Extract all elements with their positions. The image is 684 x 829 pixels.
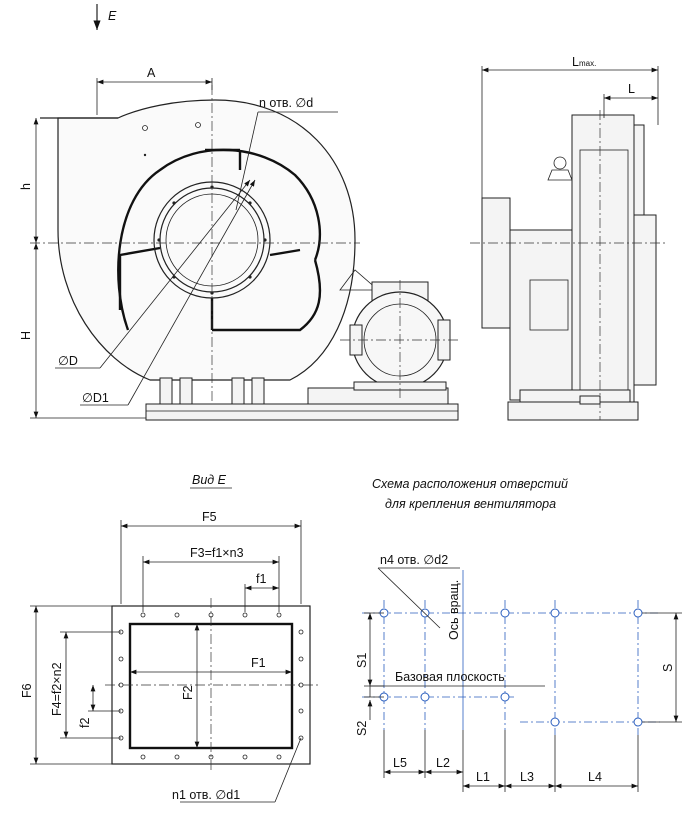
dim-d-label: ∅D xyxy=(58,354,78,368)
view-e-title: Вид Е xyxy=(192,473,227,487)
view-arrow-e: E xyxy=(93,4,117,30)
base-plane-label: Базовая плоскость xyxy=(395,670,505,684)
dim-l2-label: L2 xyxy=(436,756,450,770)
dim-l3-label: L3 xyxy=(520,770,534,784)
svg-text:E: E xyxy=(108,9,117,23)
dim-s1-label: S1 xyxy=(355,653,369,668)
dim-f5-label: F5 xyxy=(202,510,217,524)
dim-f1-small-label: f1 xyxy=(256,572,266,586)
dim-f1-label: F1 xyxy=(251,656,266,670)
dim-l4-label: L4 xyxy=(588,770,602,784)
holes-title-line1: Схема расположения отверстий xyxy=(372,477,568,491)
holes-title-line2: для крепления вентилятора xyxy=(385,497,556,511)
dim-f4-label: F4=f2×n2 xyxy=(50,662,64,716)
dim-f2-label: F2 xyxy=(181,685,195,700)
front-view: A n отв. ∅d h H ∅D ∅D1 xyxy=(19,66,460,421)
dim-h-label: h xyxy=(19,183,33,190)
dim-s-label: S xyxy=(661,664,675,672)
dim-lmax-label: Lmax. xyxy=(572,55,596,69)
holes-flange-label: n отв. ∅d xyxy=(259,96,313,110)
dim-f3-label: F3=f1×n3 xyxy=(190,546,244,560)
view-e: Вид Е F5 F3=f1×n3 f1 F1 F2 xyxy=(20,473,318,803)
rotation-axis-label: Ось вращ. xyxy=(447,580,461,640)
outlet-holes xyxy=(118,612,304,760)
mount-holes xyxy=(379,608,643,727)
side-view: Lmax. L xyxy=(470,55,665,421)
dim-l1-label: L1 xyxy=(476,770,490,784)
dim-s2-label: S2 xyxy=(355,721,369,736)
dim-l5-label: L5 xyxy=(393,756,407,770)
holes-base-label: n4 отв. ∅d2 xyxy=(380,553,448,567)
dim-H-label: H xyxy=(19,331,33,340)
dim-d1-label: ∅D1 xyxy=(82,391,109,405)
dim-f6-label: F6 xyxy=(20,683,34,698)
dim-l-label: L xyxy=(628,82,635,96)
mounting-scheme: Схема расположения отверстий для креплен… xyxy=(355,477,682,792)
dim-a-label: A xyxy=(147,66,156,80)
holes-outlet-label: n1 отв. ∅d1 xyxy=(172,788,240,802)
dim-f2-small-label: f2 xyxy=(78,718,92,728)
